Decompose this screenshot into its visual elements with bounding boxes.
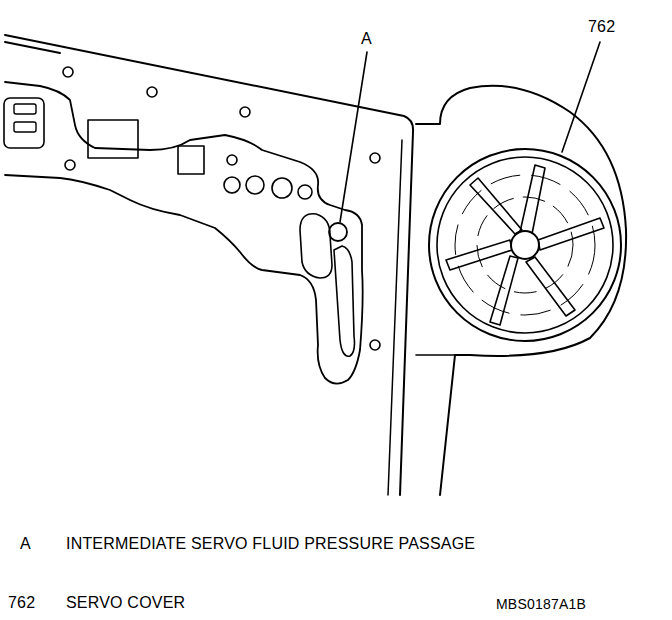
bolt-hole (370, 153, 380, 163)
bolt-hole (370, 340, 380, 350)
leader-line (562, 42, 600, 152)
channel (334, 246, 355, 356)
passage (246, 176, 264, 194)
servo-cover (455, 175, 595, 315)
bolt-hole (63, 67, 73, 77)
port (178, 146, 204, 174)
cover-hub (511, 231, 539, 259)
key-description: INTERMEDIATE SERVO FLUID PRESSURE PASSAG… (66, 535, 486, 553)
bolt-hole (227, 155, 237, 165)
servo-housing (416, 86, 626, 495)
callout-number: 762 (588, 18, 615, 36)
gasket-outline (5, 82, 363, 384)
case-edge (5, 35, 413, 495)
key-letter: A (20, 535, 31, 553)
channel (300, 214, 332, 278)
port (14, 122, 36, 132)
figure-code: MBS0187A1B (496, 596, 586, 612)
port (14, 104, 36, 114)
servo-housing (416, 354, 455, 356)
callout-letter: A (361, 30, 372, 48)
leader-line (340, 52, 367, 222)
servo-cover (437, 157, 613, 333)
bolt-hole (147, 87, 157, 97)
bolt-hole (240, 107, 250, 117)
passage (298, 185, 312, 199)
key-description: SERVO COVER (66, 594, 185, 612)
bolt-hole (65, 160, 75, 170)
port (4, 98, 44, 148)
key-number: 762 (8, 594, 35, 612)
servo-cover (429, 149, 621, 341)
cover-spokes (446, 165, 604, 325)
case-edge (5, 42, 60, 53)
servo-passage (329, 223, 347, 241)
passage (272, 178, 292, 198)
case-edge (388, 140, 402, 495)
passage (224, 177, 240, 193)
port (88, 120, 138, 158)
